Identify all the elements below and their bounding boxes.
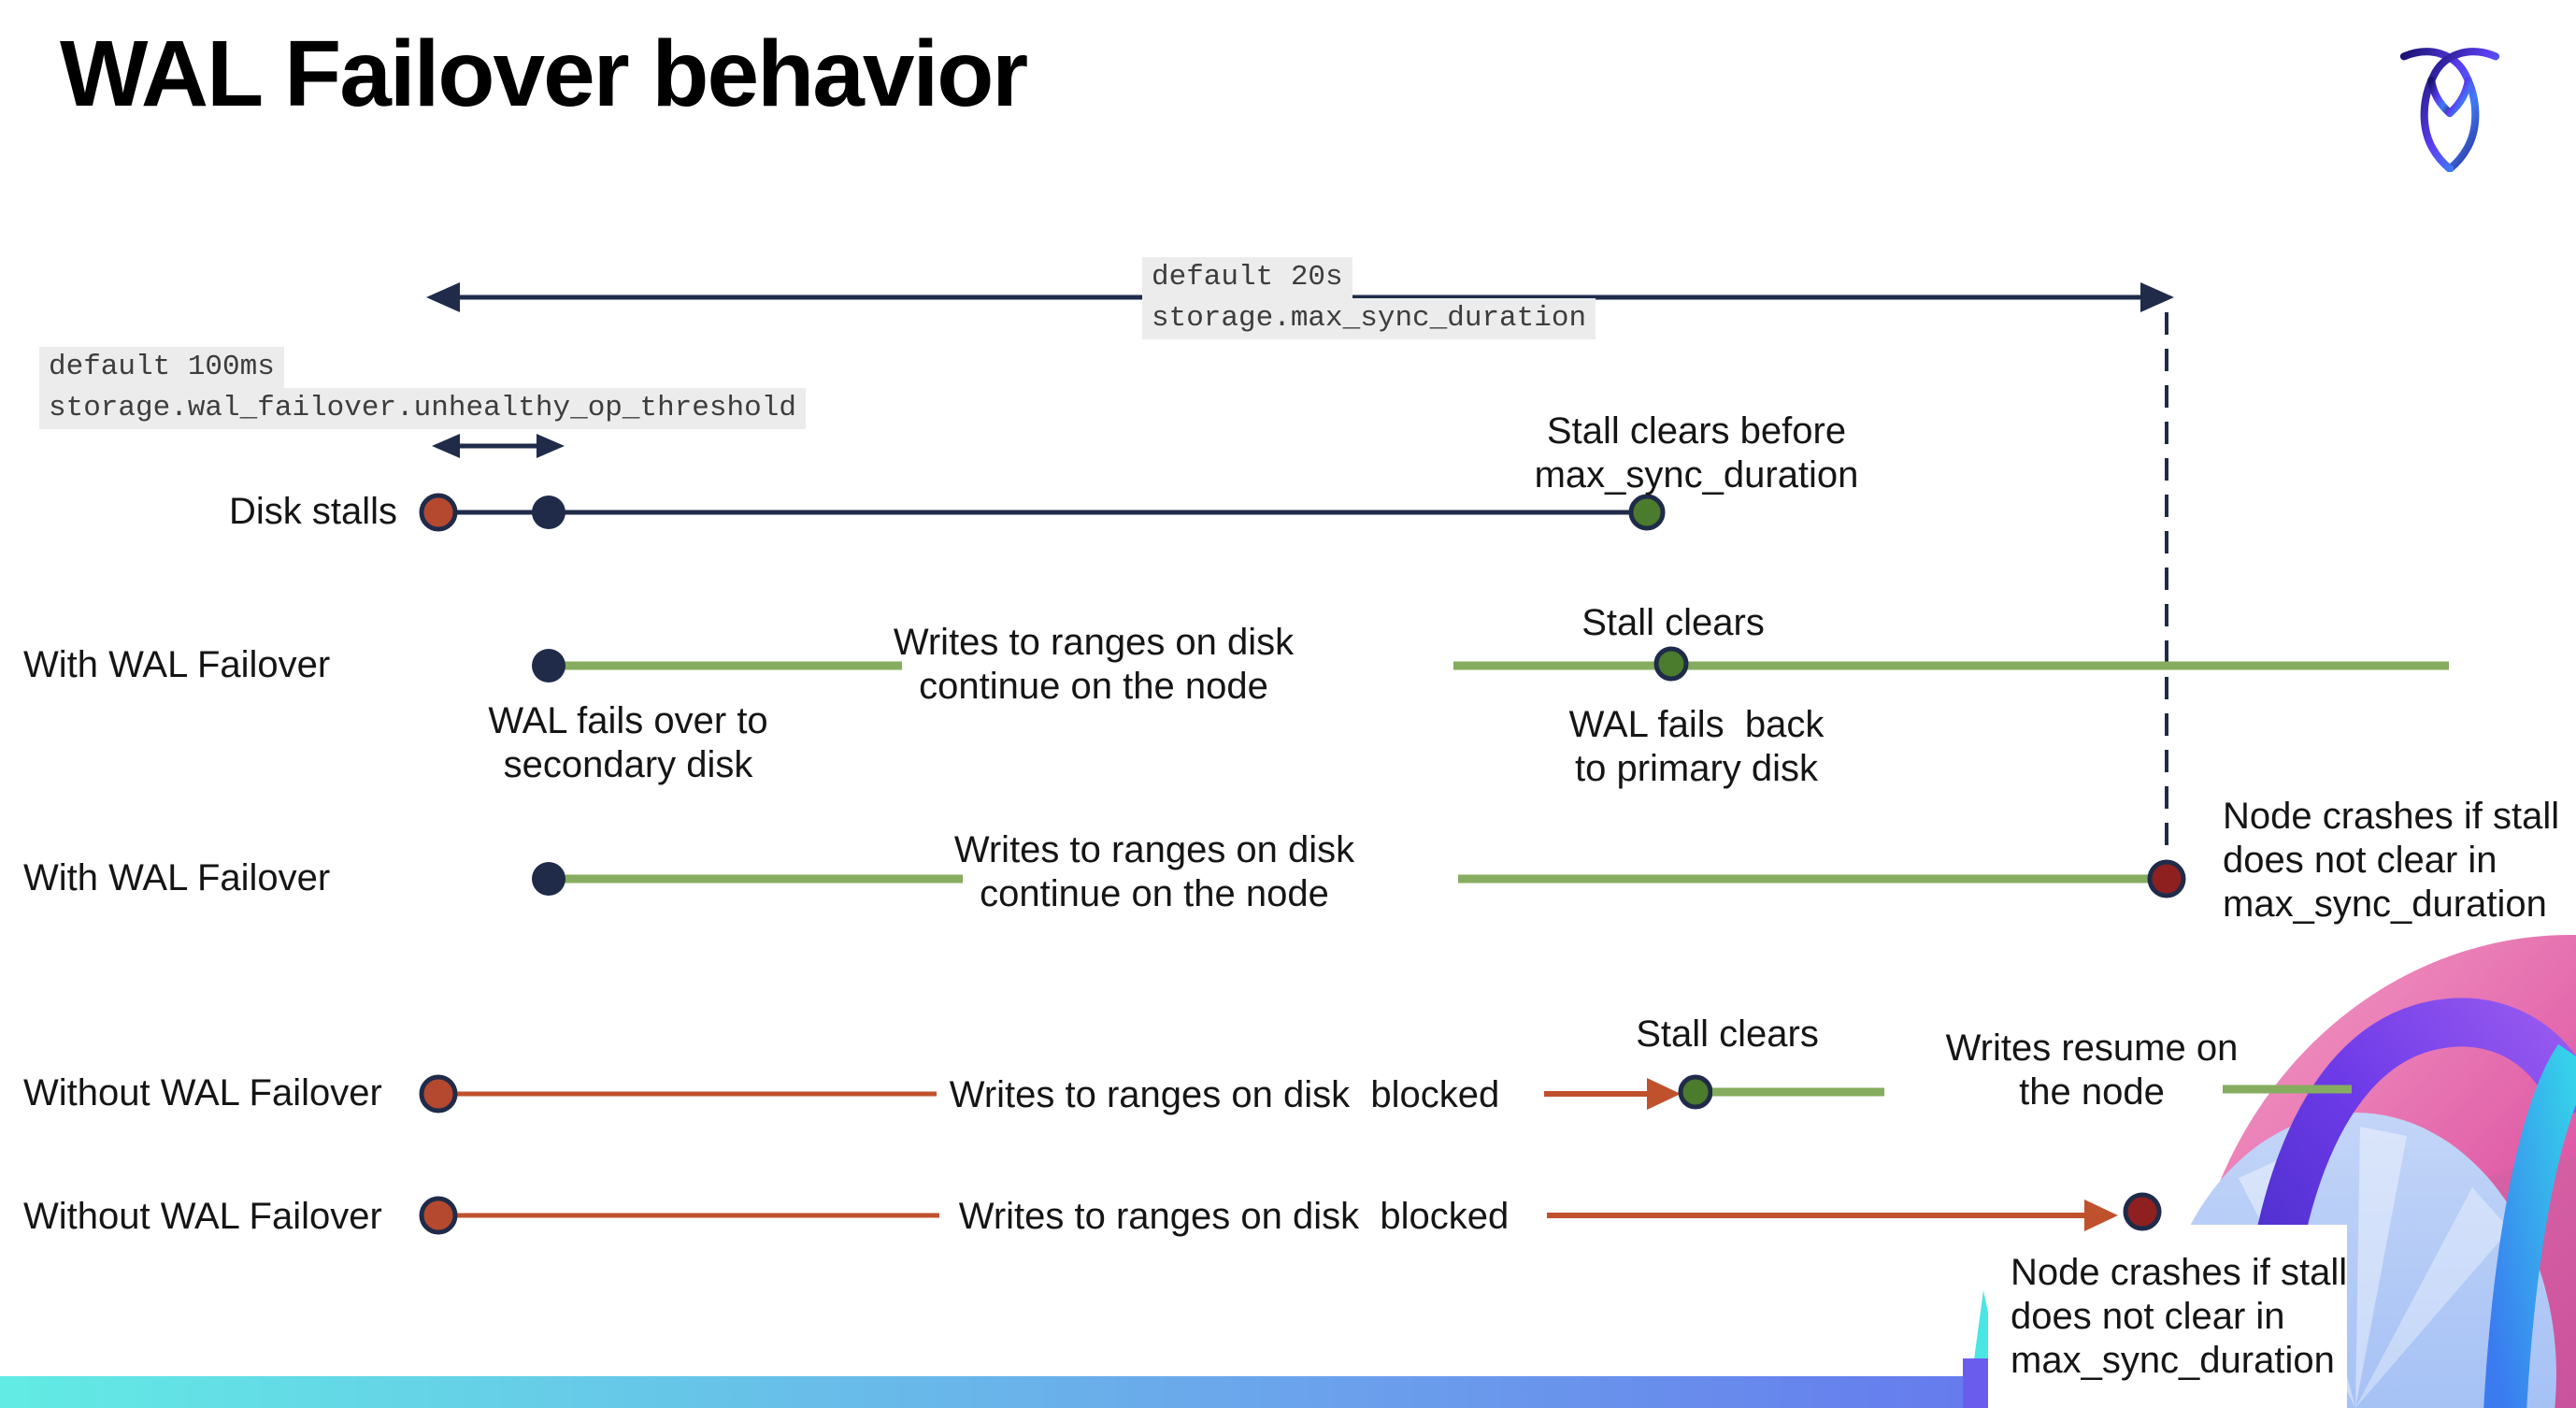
wal-fails-over-label: WAL fails over to secondary disk [488,699,767,787]
node-crash-label-1: Node crashes if stall does not clear in … [2223,795,2559,927]
unhealthy-op-default-label: default 100ms [39,347,284,388]
unhealthy-op-annotation: default 100ms storage.wal_failover.unhea… [39,347,806,429]
writes-resume-line2: the node [2019,1071,2165,1113]
node-crash-line3: max_sync_duration [2223,884,2547,925]
stall-clears-label-2: Stall clears [1636,1013,1819,1055]
writes-continue-line1: Writes to ranges on disk [893,622,1295,663]
writes-resume-line1: Writes resume on [1945,1027,2239,1069]
max-sync-annotation: default 20s storage.max_sync_duration [1142,257,1596,339]
writes-continue-line1: Writes to ranges on disk [953,829,1355,870]
writes-blocked-label-1: Writes to ranges on disk blocked [949,1074,1500,1115]
wal-fails-back-line2: to primary disk [1574,748,1819,789]
wal-fails-back-line1: WAL fails back [1568,704,1825,745]
stall-clears-before-line2: max_sync_duration [1534,454,1859,496]
unhealthy-op-setting-name: storage.wal_failover.unhealthy_op_thresh… [39,388,806,429]
writes-blocked-label-2: Writes to ranges on disk blocked [958,1196,1510,1237]
wal-fails-back-label: WAL fails back to primary disk [1569,703,1825,791]
wal-fails-over-line2: secondary disk [503,744,753,785]
stall-clears-before-label: Stall clears before max_sync_duration [1535,409,1859,497]
writes-continue-label-1: Writes to ranges on disk continue on the… [894,621,1294,709]
stall-clears-before-line1: Stall clears before [1546,410,1847,452]
row-label-without-wal-failover-2: Without WAL Failover [23,1196,382,1237]
writes-continue-label-2: Writes to ranges on disk continue on the… [954,828,1354,916]
max-sync-setting-name: storage.max_sync_duration [1142,298,1596,339]
writes-resume-label: Writes resume on the node [1946,1027,2239,1114]
row-label-disk-stalls: Disk stalls [228,491,397,532]
max-sync-default-label: default 20s [1142,257,1352,298]
row-label-with-wal-failover-2: With WAL Failover [23,857,331,898]
writes-continue-line2: continue on the node [980,873,1329,914]
node-crash-line2: does not clear in [2223,840,2497,881]
cockroachdb-logo-icon [2399,48,2500,172]
row-label-without-wal-failover-1: Without WAL Failover [23,1072,382,1113]
page-title: WAL Failover behavior [60,22,1028,126]
wal-fails-over-line1: WAL fails over to [488,700,768,741]
node-crash-line1: Node crashes if stall [2223,796,2560,837]
writes-continue-line2: continue on the node [919,666,1268,707]
row-label-with-wal-failover-1: With WAL Failover [23,644,331,685]
stall-clears-label-1: Stall clears [1581,602,1765,643]
